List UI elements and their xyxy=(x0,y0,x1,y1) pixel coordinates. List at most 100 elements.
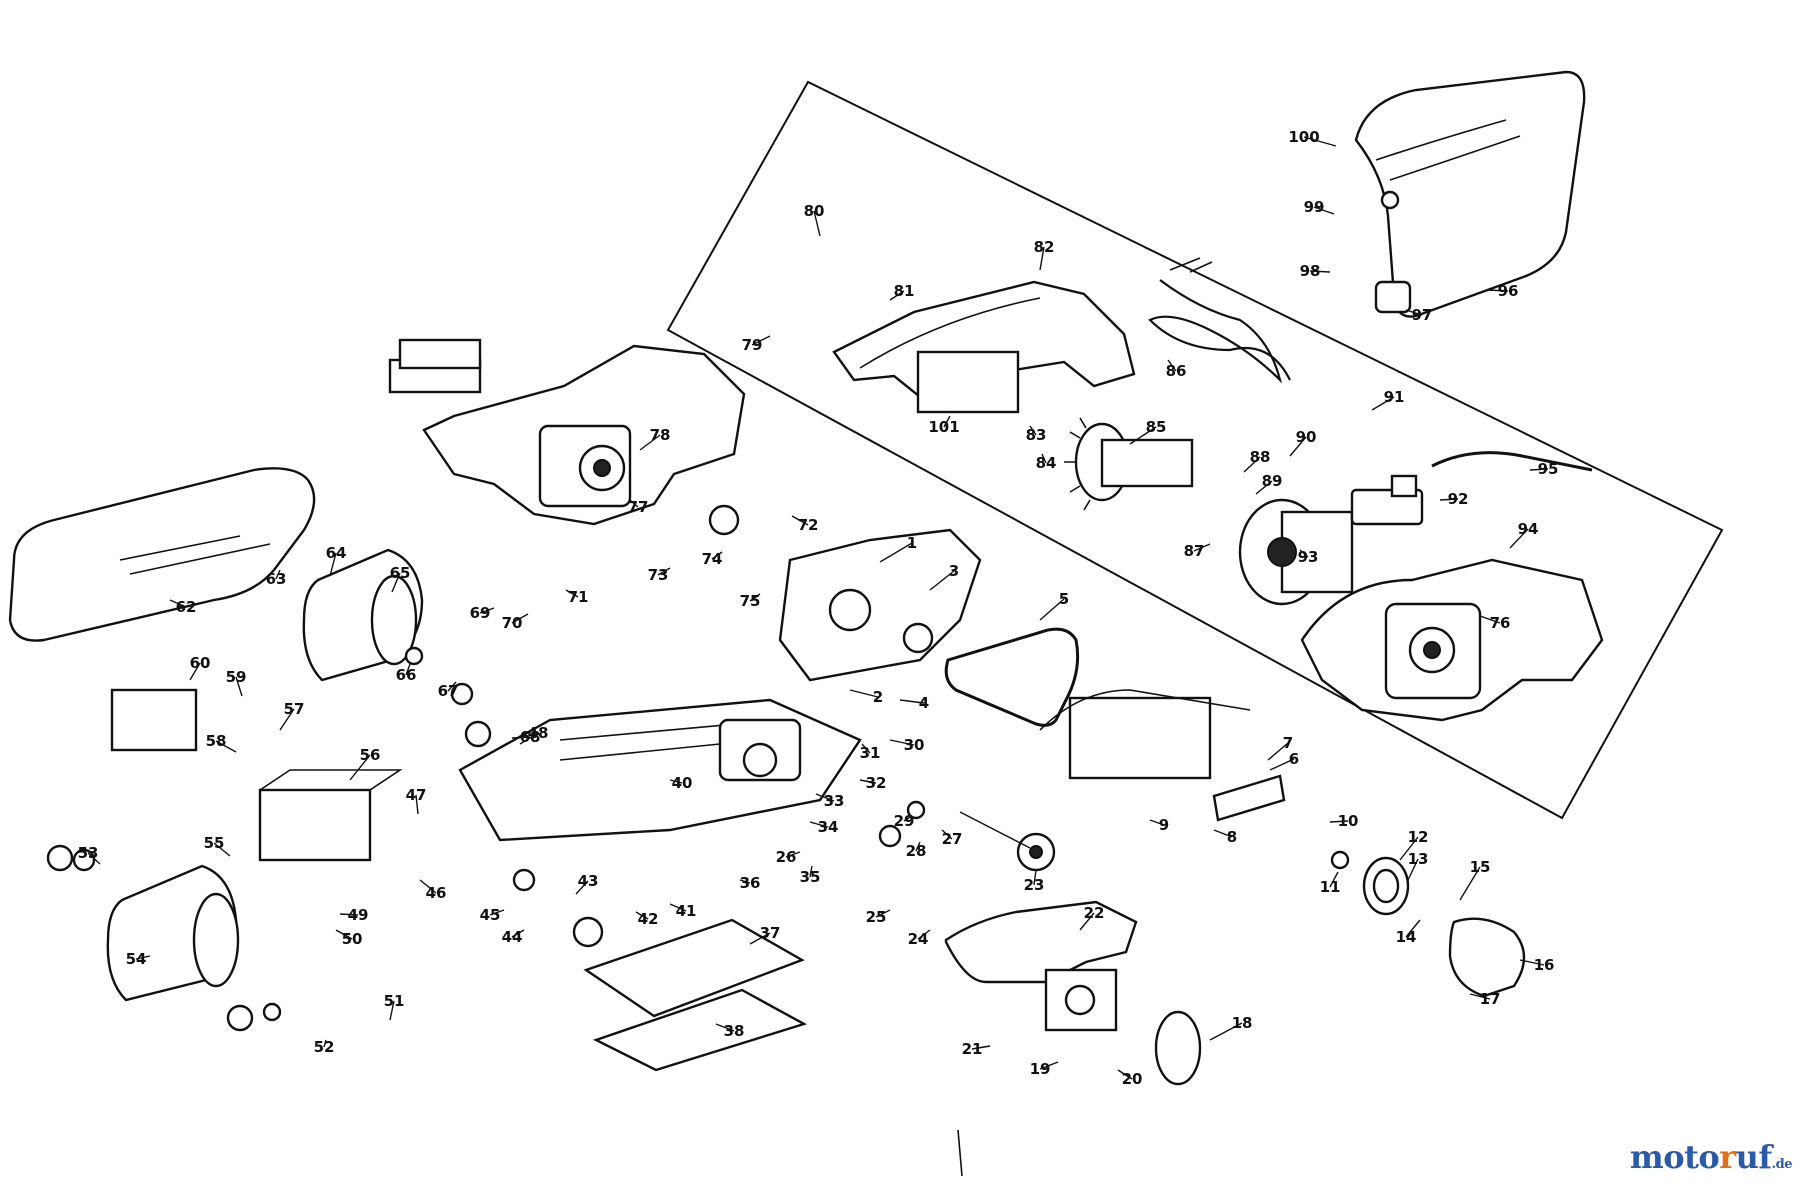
callout-79: 79 xyxy=(742,336,763,354)
callout-leader-80 xyxy=(813,210,821,237)
callout-35: 35 xyxy=(800,868,821,886)
callout-leader-56 xyxy=(349,754,371,781)
ring-12 xyxy=(1362,856,1410,916)
callout-leader-68 xyxy=(511,736,531,739)
callout-94: 94 xyxy=(1518,520,1539,538)
callout-34: 34 xyxy=(818,818,839,836)
callout-leader-67 xyxy=(447,681,457,692)
callout-leader-16 xyxy=(1519,959,1545,966)
callout-9: 9 xyxy=(1159,816,1169,834)
callout-leader-101 xyxy=(943,415,951,428)
handle-housing xyxy=(832,280,1136,414)
callout-31: 31 xyxy=(860,744,881,762)
lower-housing xyxy=(944,900,1138,1032)
callout-70: 70 xyxy=(502,614,523,632)
callout-99: 99 xyxy=(1304,198,1325,216)
callout-leader-41 xyxy=(669,903,687,912)
callout-leader-23 xyxy=(1033,869,1037,886)
callout-leader-30 xyxy=(889,739,915,746)
callout-leader-95 xyxy=(1529,468,1549,471)
callout-29: 29 xyxy=(894,812,915,830)
callout-leader-85 xyxy=(1129,426,1157,445)
callout-leader-7 xyxy=(1267,742,1289,761)
callout-leader-2 xyxy=(849,689,879,698)
platen xyxy=(583,918,808,1072)
callout-leader-82 xyxy=(1039,246,1045,271)
callout-leader-11 xyxy=(1329,871,1339,888)
callout-leader-94 xyxy=(1509,528,1529,549)
callout-leader-51 xyxy=(389,1000,395,1021)
callout-leader-27 xyxy=(941,829,953,840)
callout-leader-57 xyxy=(279,708,295,731)
callout-84: 84 xyxy=(1036,454,1057,472)
callout-13: 13 xyxy=(1408,850,1429,868)
callout-14: 14 xyxy=(1396,928,1417,946)
callout-leader-28 xyxy=(915,841,921,852)
callout-17: 17 xyxy=(1480,990,1501,1008)
callout-leader-40 xyxy=(669,779,683,784)
divider xyxy=(957,1129,963,1177)
callout-76: 76 xyxy=(1490,614,1511,632)
callout-leader-77 xyxy=(629,499,639,508)
callout-22: 22 xyxy=(1084,904,1105,922)
callout-leader-20 xyxy=(1117,1069,1133,1080)
callout-leader-36 xyxy=(739,879,751,884)
callout-5: 5 xyxy=(1059,590,1069,608)
callout-62: 62 xyxy=(176,598,197,616)
callout-leader-75 xyxy=(749,593,761,602)
motor-field xyxy=(1238,498,1354,606)
callout-7: 7 xyxy=(1283,734,1293,752)
small-parts xyxy=(46,338,1350,1032)
callout-101: 101 xyxy=(928,418,959,436)
callout-78: 78 xyxy=(650,426,671,444)
callout-leader-99 xyxy=(1313,206,1335,215)
callout-92: 92 xyxy=(1448,490,1469,508)
callout-leader-1 xyxy=(879,542,913,563)
gear-housing-right xyxy=(1039,689,1286,822)
callout-leader-42 xyxy=(635,911,649,920)
callout-27: 27 xyxy=(942,830,963,848)
callout-96: 96 xyxy=(1498,282,1519,300)
callout-leader-50 xyxy=(335,929,353,940)
callout-45: 45 xyxy=(480,906,501,924)
callout-86: 86 xyxy=(1166,362,1187,380)
main-housing xyxy=(388,344,746,526)
callout-67: 67 xyxy=(438,682,459,700)
gear-cover xyxy=(778,528,982,682)
callout-46: 46 xyxy=(426,884,447,902)
callout-leader-12 xyxy=(1399,836,1419,861)
callout-24: 24 xyxy=(908,930,929,948)
callout-leader-9 xyxy=(1149,819,1165,826)
callout-leader-63 xyxy=(275,569,281,580)
callout-50: 50 xyxy=(342,930,363,948)
callout-80: 80 xyxy=(804,202,825,220)
callout-leader-83 xyxy=(1029,425,1037,436)
callout-15: 15 xyxy=(1470,858,1491,876)
dust-bag xyxy=(1354,70,1586,318)
switch xyxy=(1350,474,1424,526)
callout-leader-71 xyxy=(565,589,579,598)
callout-leader-8 xyxy=(1213,829,1233,838)
brand-part3: uf xyxy=(1735,1138,1773,1176)
callout-37: 37 xyxy=(760,924,781,942)
callout-leader-60 xyxy=(189,662,201,681)
callout-leader-93 xyxy=(1299,549,1309,558)
callout-leader-62 xyxy=(169,599,187,608)
callout-leader-53 xyxy=(87,852,101,865)
callout-21: 21 xyxy=(962,1040,983,1058)
callout-leader-25 xyxy=(875,909,891,918)
callout-leader-13 xyxy=(1407,858,1419,881)
callout-leader-96 xyxy=(1487,289,1509,292)
callout-leader-47 xyxy=(415,794,419,815)
callout-82: 82 xyxy=(1034,238,1055,256)
callout-26: 26 xyxy=(776,848,797,866)
callout-93: 93 xyxy=(1298,548,1319,566)
rear-drum xyxy=(106,864,240,1002)
tension-bracket xyxy=(258,769,403,862)
callout-leader-64 xyxy=(329,552,337,577)
callout-leader-29 xyxy=(903,815,913,822)
callout-leader-76 xyxy=(1479,615,1501,624)
brand-logo: motoruf.de xyxy=(1630,1138,1793,1176)
callout-95: 95 xyxy=(1538,460,1559,478)
